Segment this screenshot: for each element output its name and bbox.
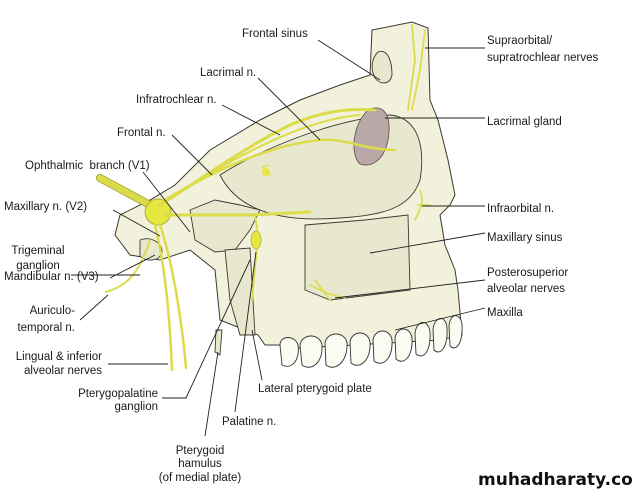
label-infratrochlear-n: Infratrochlear n. xyxy=(136,94,217,106)
leader-line xyxy=(369,232,486,254)
leader-lines xyxy=(71,39,486,437)
maxillary-sinus-window xyxy=(304,214,411,301)
frontal-sinus xyxy=(371,50,393,84)
label-posterosuperior: Posterosuperior xyxy=(487,267,568,279)
tooth xyxy=(432,318,448,353)
tooth xyxy=(414,322,431,357)
label-lacrimal-gland: Lacrimal gland xyxy=(487,116,562,128)
leader-line xyxy=(257,77,321,141)
trigeminal-root xyxy=(96,174,154,209)
leader-line xyxy=(171,134,213,176)
tooth xyxy=(299,335,323,368)
tooth xyxy=(324,333,348,368)
pterygopalatine-ganglion xyxy=(250,230,262,250)
label-hamulus: Pterygoid xyxy=(176,445,225,457)
trigeminal-ganglion xyxy=(144,198,172,226)
label-lingual-2: alveolar nerves xyxy=(24,365,102,377)
label-mandibular-n: Mandibular n. (V3) xyxy=(4,271,99,283)
leader-line xyxy=(204,351,219,437)
supraorbital-nerves xyxy=(407,24,426,111)
label-supraorbital-2: supratrochlear nerves xyxy=(487,52,598,64)
labels: Frontal sinus Lacrimal n. Infratrochlear… xyxy=(4,28,598,484)
label-auriculotemporal: Auriculo- xyxy=(30,305,76,317)
label-supraorbital: Supraorbital/ xyxy=(487,35,553,47)
leader-line xyxy=(234,251,257,413)
label-posterosuperior-2: alveolar nerves xyxy=(487,283,565,295)
hamulus xyxy=(214,329,223,356)
leader-line xyxy=(142,171,191,233)
label-maxillary-n: Maxillary n. (V2) xyxy=(4,201,87,213)
infratrochlear-nerve xyxy=(163,138,397,202)
tooth xyxy=(349,332,371,366)
leader-line xyxy=(221,104,281,136)
label-frontal-n: Frontal n. xyxy=(117,127,166,139)
label-lingual: Lingual & inferior xyxy=(16,351,102,363)
auriculotemporal-nerve xyxy=(105,239,151,293)
label-maxillary-sinus: Maxillary sinus xyxy=(487,232,563,244)
maxillary-nerve xyxy=(163,210,312,217)
label-lateral-pterygoid: Lateral pterygoid plate xyxy=(258,383,372,395)
watermark: muhadharaty.com xyxy=(478,470,632,490)
label-maxilla: Maxilla xyxy=(487,307,523,319)
label-auriculotemporal-2: temporal n. xyxy=(17,322,75,334)
leader-line xyxy=(334,279,486,299)
label-hamulus-2: hamulus xyxy=(178,458,222,470)
label-frontal-sinus: Frontal sinus xyxy=(242,28,308,40)
frontal-nerve xyxy=(174,114,361,196)
infraorbital-nerve xyxy=(414,189,431,221)
label-lacrimal-n: Lacrimal n. xyxy=(200,67,256,79)
teeth xyxy=(279,315,463,368)
leader-line xyxy=(394,307,486,331)
tooth xyxy=(279,337,299,367)
pterygoid-plate xyxy=(224,247,256,336)
leader-line xyxy=(109,254,156,279)
leader-line xyxy=(112,209,161,237)
tooth xyxy=(372,330,393,364)
label-trigeminal-ganglion-2: ganglion xyxy=(16,260,59,272)
tooth xyxy=(394,328,413,362)
label-palatine-n: Palatine n. xyxy=(222,416,276,428)
leader-line xyxy=(251,329,263,381)
label-hamulus-3: (of medial plate) xyxy=(159,472,242,484)
leader-line xyxy=(317,39,381,81)
leader-line xyxy=(162,259,251,399)
skull-illustration xyxy=(114,21,463,368)
inferior-alveolar-nerve xyxy=(158,223,188,370)
leader-line xyxy=(79,294,109,321)
label-ophthalmic: Ophthalmic branch (V1) xyxy=(25,160,150,172)
sphenoid-bone xyxy=(189,199,261,253)
ciliary-ganglion xyxy=(262,168,270,176)
label-pterygopalatine-2: ganglion xyxy=(115,401,158,413)
lingual-nerve xyxy=(153,223,174,372)
lacrimal-gland xyxy=(353,107,390,166)
label-pterygopalatine: Pterygopalatine xyxy=(78,388,158,400)
tooth xyxy=(448,315,463,349)
label-trigeminal-ganglion: Trigeminal xyxy=(11,245,64,257)
label-infraorbital-n: Infraorbital n. xyxy=(487,203,554,215)
nerves xyxy=(96,24,431,372)
